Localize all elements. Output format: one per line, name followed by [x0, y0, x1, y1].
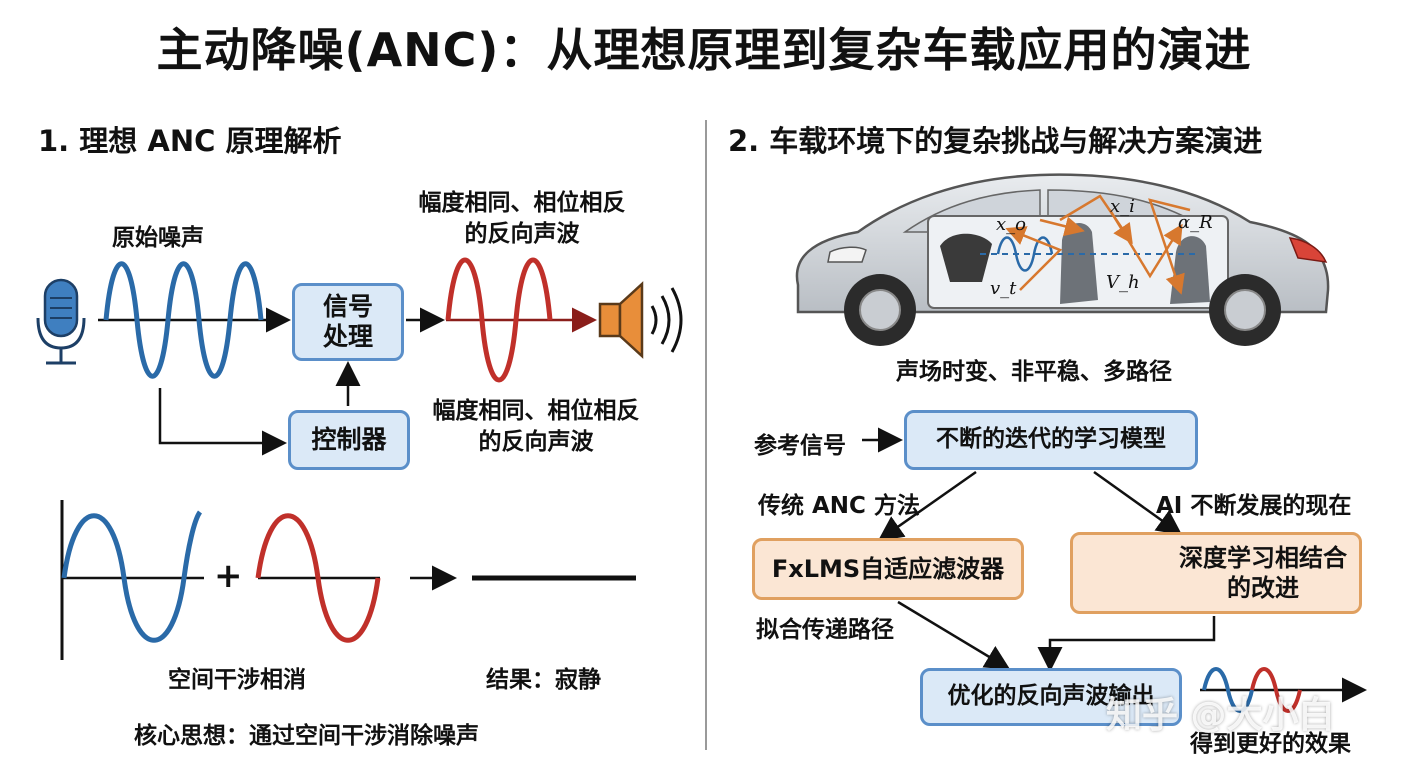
- interference-label: 空间干涉相消: [168, 667, 306, 693]
- optimized-output-box: 优化的反向声波输出: [920, 668, 1182, 726]
- symbol-vh: V_h: [1106, 272, 1140, 293]
- ai-label: AI 不断发展的现在: [1156, 493, 1352, 519]
- learning-model-box: 不断的迭代的学习模型: [904, 410, 1198, 470]
- anti-wave-label-bottom: 幅度相同、相位相反的反向声波: [432, 398, 640, 456]
- reference-signal-label: 参考信号: [754, 433, 846, 459]
- symbol-vt: v_t: [990, 278, 1017, 299]
- anti-noise-wave: [445, 257, 553, 383]
- output-wave-blue: [1202, 667, 1254, 713]
- output-wave-red: [1250, 667, 1302, 713]
- page-title: 主动降噪(ANC)：从理想原理到复杂车载应用的演进: [156, 23, 1252, 77]
- noise-label: 原始噪声: [112, 225, 204, 251]
- anti-wave-label-top: 幅度相同、相位相反的反向声波: [418, 190, 626, 248]
- plus-sign: +: [214, 556, 243, 596]
- better-effect-label: 得到更好的效果: [1190, 731, 1351, 757]
- noise-wave: [103, 261, 264, 379]
- controller-box: 控制器: [288, 410, 410, 470]
- result-label: 结果：寂静: [486, 667, 601, 693]
- watermark: 知乎 @大小白: [1106, 695, 1335, 736]
- left-section-heading: 1. 理想 ANC 原理解析: [38, 124, 342, 158]
- car-illustration: [795, 173, 1330, 346]
- microphone-icon: [36, 278, 86, 365]
- fit-path-label: 拟合传递路径: [756, 617, 894, 643]
- car-caption: 声场时变、非平稳、多路径: [896, 359, 1172, 385]
- traditional-anc-label: 传统 ANC 方法: [758, 493, 920, 519]
- core-idea-label: 核心思想：通过空间干涉消除噪声: [134, 723, 479, 749]
- fxlms-box: FxLMS自适应滤波器: [752, 538, 1024, 600]
- signal-processing-box: 信号处理: [292, 283, 404, 361]
- interference-diagram: [60, 500, 636, 660]
- symbol-alpha-r: α_R: [1178, 212, 1213, 233]
- speaker-icon: [598, 281, 683, 359]
- right-section-heading: 2. 车载环境下的复杂挑战与解决方案演进: [728, 124, 1263, 158]
- symbol-xo: x_o: [996, 214, 1026, 235]
- deep-learning-box: 深度学习相结合的改进: [1070, 532, 1362, 614]
- symbol-xi: x_i: [1110, 196, 1135, 217]
